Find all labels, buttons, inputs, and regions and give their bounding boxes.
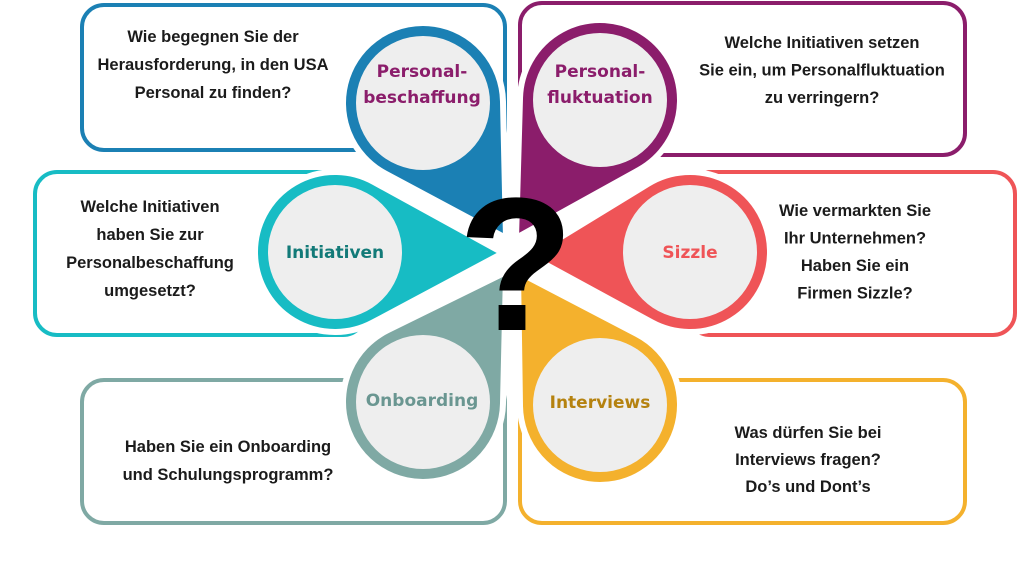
question-text-personalfluktuation: Sie ein, um Personalfluktuation xyxy=(699,62,945,80)
topic-label-initiativen: Initiativen xyxy=(286,243,384,263)
topic-label-personalbeschaffung: Personal- xyxy=(377,62,468,82)
topic-label-sizzle: Sizzle xyxy=(662,243,717,263)
topic-circle-sizzle xyxy=(623,185,757,319)
topic-circle-onboarding xyxy=(356,335,490,469)
topic-label-personalfluktuation: Personal- xyxy=(555,62,646,82)
question-mark-icon: ? xyxy=(458,159,574,371)
question-text-sizzle: Wie vermarkten Sie xyxy=(779,202,931,220)
question-text-personalbeschaffung: Herausforderung, in den USA xyxy=(97,56,328,74)
topic-label-personalbeschaffung: beschaffung xyxy=(363,88,481,108)
question-text-personalbeschaffung: Personal zu finden? xyxy=(135,84,292,102)
topic-label-personalfluktuation: fluktuation xyxy=(547,88,652,108)
question-text-initiativen: Welche Initiativen xyxy=(80,198,219,216)
question-text-initiativen: haben Sie zur xyxy=(96,226,204,244)
topic-circle-personalfluktuation xyxy=(533,33,667,167)
topic-circle-interviews xyxy=(533,338,667,472)
topic-label-interviews: Interviews xyxy=(550,393,651,413)
topic-teardrops xyxy=(252,17,773,488)
question-text-sizzle: Haben Sie ein xyxy=(801,257,909,275)
question-text-initiativen: umgesetzt? xyxy=(104,282,196,300)
topic-circle-personalbeschaffung xyxy=(356,36,490,170)
question-text-onboarding: Haben Sie ein Onboarding xyxy=(125,438,331,456)
question-text-personalfluktuation: zu verringern? xyxy=(765,89,880,107)
question-text-sizzle: Firmen Sizzle? xyxy=(797,285,913,303)
topic-circle-initiativen xyxy=(268,185,402,319)
question-text-sizzle: Ihr Unternehmen? xyxy=(784,230,926,248)
question-text-interviews: Interviews fragen? xyxy=(735,451,881,469)
question-text-initiativen: Personalbeschaffung xyxy=(66,254,234,272)
topic-label-onboarding: Onboarding xyxy=(366,391,479,411)
question-text-personalfluktuation: Welche Initiativen setzen xyxy=(724,34,919,52)
question-text-personalbeschaffung: Wie begegnen Sie der xyxy=(127,28,299,46)
question-text-interviews: Was dürfen Sie bei xyxy=(734,424,881,442)
question-text-onboarding: und Schulungsprogramm? xyxy=(123,466,334,484)
question-text-interviews: Do’s und Dont’s xyxy=(745,478,870,496)
labels: Personal-beschaffung Wie begegnen Sie der… xyxy=(66,28,945,496)
